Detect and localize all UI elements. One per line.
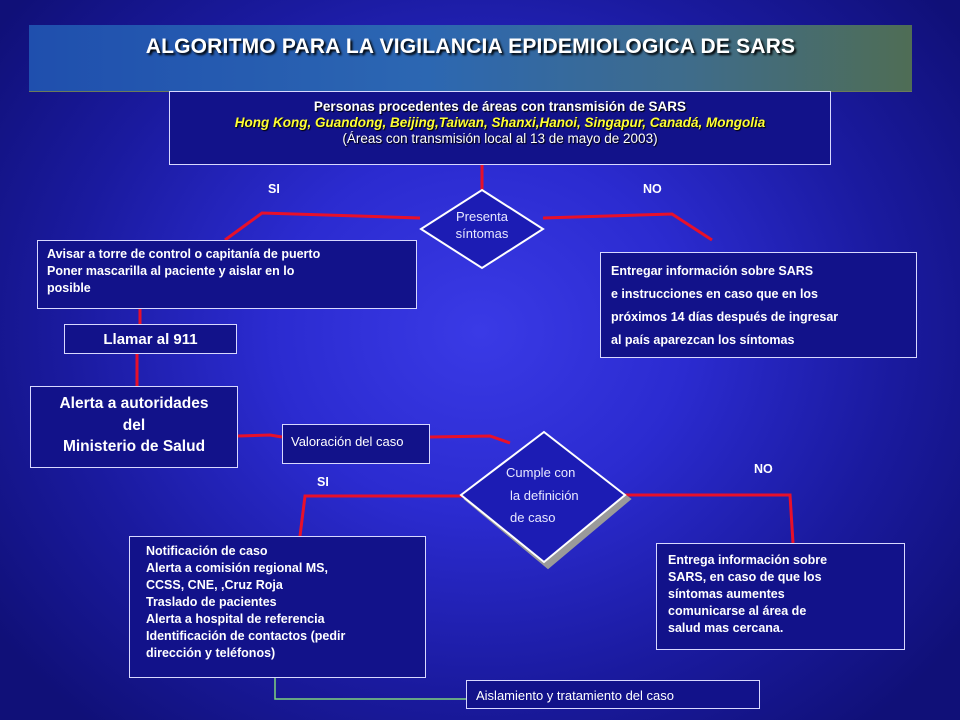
decision2-line-2: la definición [510,487,579,503]
decision1-yes-label: SI [268,182,280,196]
no-case-line-3: síntomas aumentes [668,587,785,601]
isolation-box: Aislamiento y tratamiento del caso [466,680,760,709]
decision2-yes-label: SI [317,475,329,489]
origin-line-1: Personas procedentes de áreas con transm… [313,99,687,114]
connector-valuation-to-decision [429,434,511,445]
notification-line-3: CCSS, CNE, ,Cruz Roja [146,578,283,592]
connector-yes-branch [224,211,421,242]
connector-alert-to-valuation [237,433,283,439]
decision2-no-label: NO [754,462,773,476]
origin-box: Personas procedentes de áreas con transm… [169,91,831,165]
decision1-text: Presenta síntomas [440,208,524,242]
decision-diamond-case-definition [459,430,627,564]
notification-line-7: dirección y teléfonos) [146,646,276,660]
decision2-line-3: de caso [510,510,556,525]
no-info-line-2: e instrucciones en caso que en los [611,287,819,301]
notification-line-1: Notificación de caso [146,544,268,558]
yes-actions-line-3: posible [47,281,91,295]
yes-actions-line-1: Avisar a torre de control o capitanía de… [47,247,321,261]
valuation-box: Valoración del caso [282,424,430,464]
call-911-box: Llamar al 911 [64,324,237,354]
connector-notification-to-isolation [274,678,466,700]
page-title: ALGORITMO PARA LA VIGILANCIA EPIDEMIOLOG… [145,35,796,58]
title-bar: ALGORITMO PARA LA VIGILANCIA EPIDEMIOLOG… [29,25,912,92]
notification-line-4: Traslado de pacientes [146,595,277,609]
no-case-line-4: comunicarse al área de [668,604,807,618]
decision2-text: Cumple con la definición de caso [494,462,604,530]
alert-line-3: Ministerio de Salud [62,438,206,455]
connector-no-branch [542,212,713,242]
decision-diamond-symptoms [419,188,545,270]
connector-decision2-yes [298,494,465,537]
notification-box: Notificación de caso Alerta a comisión r… [129,536,426,678]
no-info-line-1: Entregar información sobre SARS [611,264,814,278]
decision1-no-label: NO [643,182,662,196]
notification-line-5: Alerta a hospital de referencia [146,612,325,626]
alert-authorities-box: Alerta a autoridades del Ministerio de S… [30,386,238,468]
alert-line-2: del [122,416,146,434]
origin-line-3: (Áreas con transmisión local al 13 de ma… [342,131,658,146]
yes-actions-line-2: Poner mascarilla al paciente y aislar en… [47,264,295,278]
decision1-line-1: Presenta [455,209,509,224]
no-case-info-box: Entrega información sobre SARS, en caso … [656,543,905,650]
alert-line-1: Alerta a autoridades [59,395,209,412]
no-case-line-1: Entrega información sobre [668,553,828,567]
origin-line-2: Hong Kong, Guandong, Beijing,Taiwan, Sha… [234,115,766,130]
notification-line-6: Identificación de contactos (pedir [146,629,346,643]
no-info-box: Entregar información sobre SARS e instru… [600,252,917,358]
no-info-line-3: próximos 14 días después de ingresar [611,310,839,324]
no-case-line-2: SARS, en caso de que los [668,570,822,584]
no-info-line-4: al país aparezcan los síntomas [611,333,795,347]
no-case-line-5: salud mas cercana. [668,621,784,635]
notification-line-2: Alerta a comisión regional MS, [146,561,328,575]
decision1-line-2: síntomas [455,226,509,241]
decision2-line-1: Cumple con [506,465,576,480]
connector-decision2-no [625,493,795,544]
yes-actions-box: Avisar a torre de control o capitanía de… [37,240,417,309]
